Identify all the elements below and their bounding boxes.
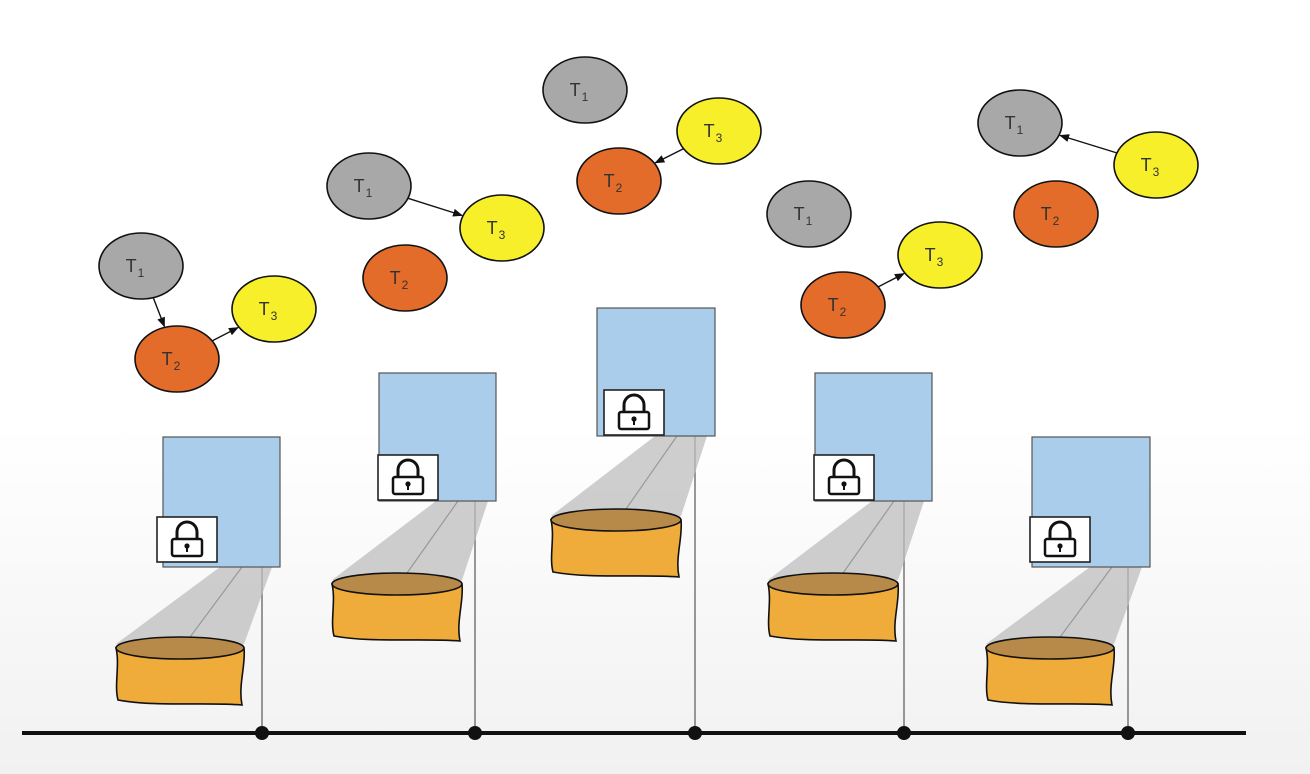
transaction-label: T1 bbox=[794, 204, 813, 228]
transaction-node-t1: T1 bbox=[977, 89, 1063, 157]
transaction-label: T2 bbox=[604, 171, 623, 195]
edge-t1-to-t3 bbox=[403, 196, 464, 217]
transaction-node-t2: T2 bbox=[576, 147, 662, 215]
transaction-label: T3 bbox=[704, 121, 723, 145]
storage-cylinder bbox=[984, 636, 1116, 706]
wait-for-edges bbox=[403, 196, 464, 217]
transaction-label: T3 bbox=[925, 245, 944, 269]
beam-line bbox=[1055, 566, 1113, 643]
transaction-label: T3 bbox=[487, 218, 506, 242]
lock-icon bbox=[377, 454, 439, 501]
transaction-node-t3: T3 bbox=[231, 275, 317, 343]
lock-icon bbox=[1029, 516, 1091, 563]
bus-junction bbox=[1121, 726, 1135, 740]
lock-icon bbox=[813, 454, 875, 501]
storage-beam bbox=[768, 501, 924, 580]
lock-icon bbox=[156, 516, 218, 563]
bus-junction bbox=[688, 726, 702, 740]
storage-cylinder bbox=[114, 636, 246, 706]
storage-cylinder bbox=[549, 508, 683, 578]
edge-t2-to-t3 bbox=[208, 326, 239, 344]
transaction-label: T2 bbox=[390, 268, 409, 292]
bus-junction bbox=[897, 726, 911, 740]
transaction-label: T1 bbox=[570, 80, 589, 104]
edge-t2-to-t3 bbox=[874, 272, 905, 290]
transaction-label: T1 bbox=[354, 176, 373, 200]
beam-line bbox=[403, 500, 459, 579]
transaction-label: T1 bbox=[1005, 113, 1024, 137]
transaction-label: T1 bbox=[126, 256, 145, 280]
storage-beam bbox=[986, 567, 1142, 644]
transaction-node-t1: T1 bbox=[542, 56, 628, 124]
transaction-node-t1: T1 bbox=[98, 232, 184, 300]
transaction-node-t2: T2 bbox=[800, 271, 886, 339]
transaction-label: T2 bbox=[828, 295, 847, 319]
bus-junction bbox=[255, 726, 269, 740]
lock-icon bbox=[603, 389, 665, 436]
transaction-label: T2 bbox=[1041, 204, 1060, 228]
storage-beam bbox=[551, 436, 707, 516]
wait-for-edges bbox=[654, 146, 688, 164]
edge-t3-to-t1 bbox=[1059, 134, 1121, 155]
beam-line bbox=[839, 500, 895, 579]
storage-beam bbox=[116, 567, 272, 644]
transaction-label: T3 bbox=[1141, 155, 1160, 179]
transaction-node-t1: T1 bbox=[766, 180, 852, 248]
transaction-node-t2: T2 bbox=[1013, 180, 1099, 248]
storage-cylinder bbox=[766, 572, 900, 642]
transaction-node-t2: T2 bbox=[134, 325, 220, 393]
transaction-node-t3: T3 bbox=[897, 221, 983, 289]
transaction-node-t2: T2 bbox=[362, 244, 448, 312]
edge-t1-to-t2 bbox=[151, 293, 166, 328]
transaction-label: T2 bbox=[162, 349, 181, 373]
transaction-node-t3: T3 bbox=[459, 194, 545, 262]
transaction-label: T3 bbox=[259, 299, 278, 323]
wait-for-edges bbox=[151, 293, 239, 344]
storage-cylinder bbox=[330, 572, 464, 642]
beam-line bbox=[622, 435, 678, 515]
bus-junction bbox=[468, 726, 482, 740]
edge-t3-to-t2 bbox=[654, 146, 688, 164]
transaction-node-t3: T3 bbox=[676, 97, 762, 165]
transaction-node-t3: T3 bbox=[1113, 131, 1199, 199]
wait-for-edges bbox=[874, 272, 905, 290]
storage-beam bbox=[332, 501, 488, 580]
transaction-node-t1: T1 bbox=[326, 152, 412, 220]
wait-for-edges bbox=[1059, 134, 1121, 155]
beam-line bbox=[185, 566, 243, 643]
